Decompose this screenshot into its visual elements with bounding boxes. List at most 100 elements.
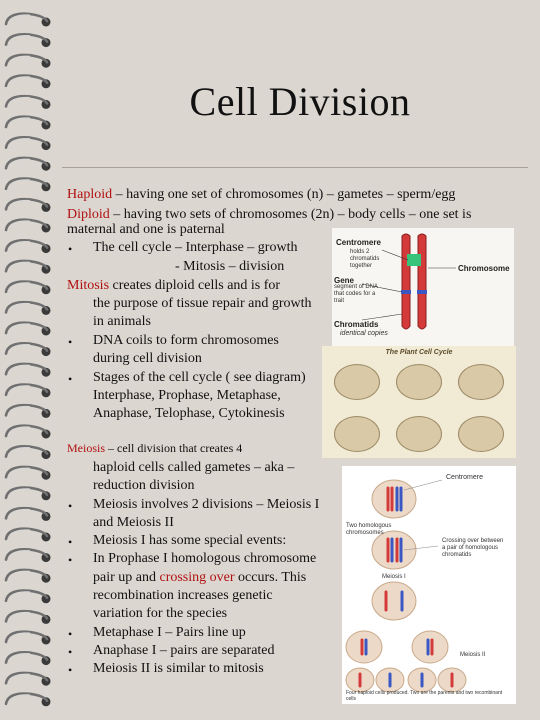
homologous-label: Two homologous chromosomes: [346, 523, 392, 536]
stages-line-3: Anaphase, Telophase, Cytokinesis: [93, 406, 285, 421]
binding-ring: [4, 527, 51, 542]
meiosis-bullet-3-line-3: recombination increases genetic: [93, 588, 273, 603]
binding-ring: [4, 424, 51, 439]
binding-ring: [4, 156, 51, 171]
chromatids-label: Chromatids: [334, 320, 379, 329]
bullet: •: [68, 645, 73, 659]
binding-ring: [4, 136, 51, 151]
haploid-line: Haploid – having one set of chromosomes …: [67, 186, 455, 205]
bullet: •: [68, 372, 73, 386]
bullet: •: [68, 535, 73, 549]
bullet: •: [68, 335, 73, 349]
mitosis-term: Mitosis: [67, 278, 110, 293]
stages-line-2: Interphase, Prophase, Metaphase,: [93, 388, 281, 403]
binding-ring: [4, 53, 51, 68]
binding-ring: [4, 362, 51, 377]
binding-ring: [4, 33, 51, 48]
binding-ring: [4, 321, 51, 336]
binding-ring: [4, 218, 51, 233]
cell-cycle-line-2: - Mitosis – division: [175, 259, 285, 274]
binding-ring: [4, 486, 51, 501]
centromere-label: Centromere: [336, 238, 381, 247]
gene-sublabel: segment of DNA that codes for a trait: [334, 284, 378, 304]
bullet: •: [68, 242, 73, 256]
binding-ring: [4, 342, 51, 357]
cell-stage: [334, 416, 380, 452]
bullet: •: [68, 499, 73, 513]
diploid-definition: – having two sets of chromosomes (2n) – …: [109, 207, 472, 222]
bullet: •: [68, 627, 73, 641]
cell-stage: [458, 416, 504, 452]
meiosis-bullet-3-line-4: variation for the species: [93, 606, 228, 621]
crossing-over-label: Crossing over between a pair of homologo…: [442, 538, 504, 558]
binding-ring: [4, 630, 51, 645]
meiosis-bullet-5: Anaphase I – pairs are separated: [93, 643, 275, 658]
binding-ring: [4, 506, 51, 521]
binding-ring: [4, 177, 51, 192]
crossing-pre: pair up and: [93, 570, 160, 585]
cell-cycle-line-1: The cell cycle – Interphase – growth: [93, 240, 298, 255]
binding-ring: [4, 94, 51, 109]
binding-ring: [4, 300, 51, 315]
mitosis-line-3: in animals: [93, 314, 151, 329]
chromatids-sublabel: identical copies: [340, 330, 388, 337]
meiosis-bullet-4: Metaphase I – Pairs line up: [93, 625, 246, 640]
binding-ring: [4, 548, 51, 563]
cell-stage: [396, 364, 442, 400]
binding-ring: [4, 74, 51, 89]
chromosome-figure: Centromere holds 2 chromatids together C…: [332, 228, 514, 346]
binding-ring: [4, 280, 51, 295]
mitosis-definition: creates diploid cells and is for: [109, 278, 281, 293]
binding-ring: [4, 589, 51, 604]
chromosome-drawing: [361, 233, 456, 330]
cell-stage: [396, 416, 442, 452]
diploid-term: Diploid: [67, 207, 110, 222]
binding-ring: [4, 609, 51, 624]
meiosis-bullet-3-line-1: In Prophase I homologous chromosome: [93, 551, 317, 566]
binding-ring: [4, 568, 51, 583]
binding-ring: [4, 115, 51, 130]
meiosis-i-label: Meiosis I: [382, 574, 406, 580]
title-divider: [62, 167, 528, 168]
centromere-sublabel: holds 2 chromatids together: [350, 249, 380, 269]
crossing-over-term: crossing over: [159, 570, 235, 585]
stages-line-1: Stages of the cell cycle ( see diagram): [93, 370, 306, 385]
page-title: Cell Division: [189, 79, 411, 124]
binding-ring: [4, 383, 51, 398]
plant-cycle-title: The Plant Cell Cycle: [385, 349, 453, 356]
haploid-term: Haploid: [67, 187, 113, 202]
diploid-line: Diploid – having two sets of chromosomes…: [67, 206, 471, 225]
meiosis-bullet-1-line-2: and Meiosis II: [93, 515, 174, 530]
binding-ring: [4, 465, 51, 480]
meiosis-line: Meiosis – cell division that creates 4: [67, 439, 242, 458]
meiosis-drawing: [345, 479, 467, 693]
gene-label: Gene: [334, 276, 355, 285]
dna-line-2: during cell division: [93, 351, 202, 366]
spiral-binding: [4, 12, 51, 707]
dna-line-1: DNA coils to form chromosomes: [93, 333, 279, 348]
crossing-post: occurs. This: [234, 570, 307, 585]
chromosome-label: Chromosome: [458, 264, 510, 273]
meiosis-bullet-1-line-1: Meiosis involves 2 divisions – Meiosis I: [93, 497, 320, 512]
meiosis-definition: – cell division that creates 4: [105, 441, 243, 455]
plant-cell-cycle-figure: The Plant Cell Cycle: [322, 346, 516, 458]
diploid-line-2: maternal and one is paternal: [67, 222, 225, 237]
binding-ring: [4, 445, 51, 460]
meiosis-line-3: reduction division: [93, 478, 195, 493]
binding-ring: [4, 692, 51, 707]
bullet: •: [68, 553, 73, 567]
cell-stage: [334, 364, 380, 400]
haploid-definition: – having one set of chromosomes (n) – ga…: [112, 187, 456, 202]
binding-ring: [4, 12, 51, 27]
meiosis-figure: Centromere Two homologous chromosomes Cr…: [342, 466, 516, 704]
binding-ring: [4, 651, 51, 666]
binding-ring: [4, 403, 51, 418]
binding-ring: [4, 197, 51, 212]
meiosis-line-2: haploid cells called gametes – aka –: [93, 460, 295, 475]
meiosis-bullet-2: Meiosis I has some special events:: [93, 533, 287, 548]
meiosis-centromere-label: Centromere: [446, 474, 483, 481]
binding-ring: [4, 671, 51, 686]
meiosis-bullet-6: Meiosis II is similar to mitosis: [93, 661, 264, 676]
bullet: •: [68, 663, 73, 677]
cell-stage: [458, 364, 504, 400]
